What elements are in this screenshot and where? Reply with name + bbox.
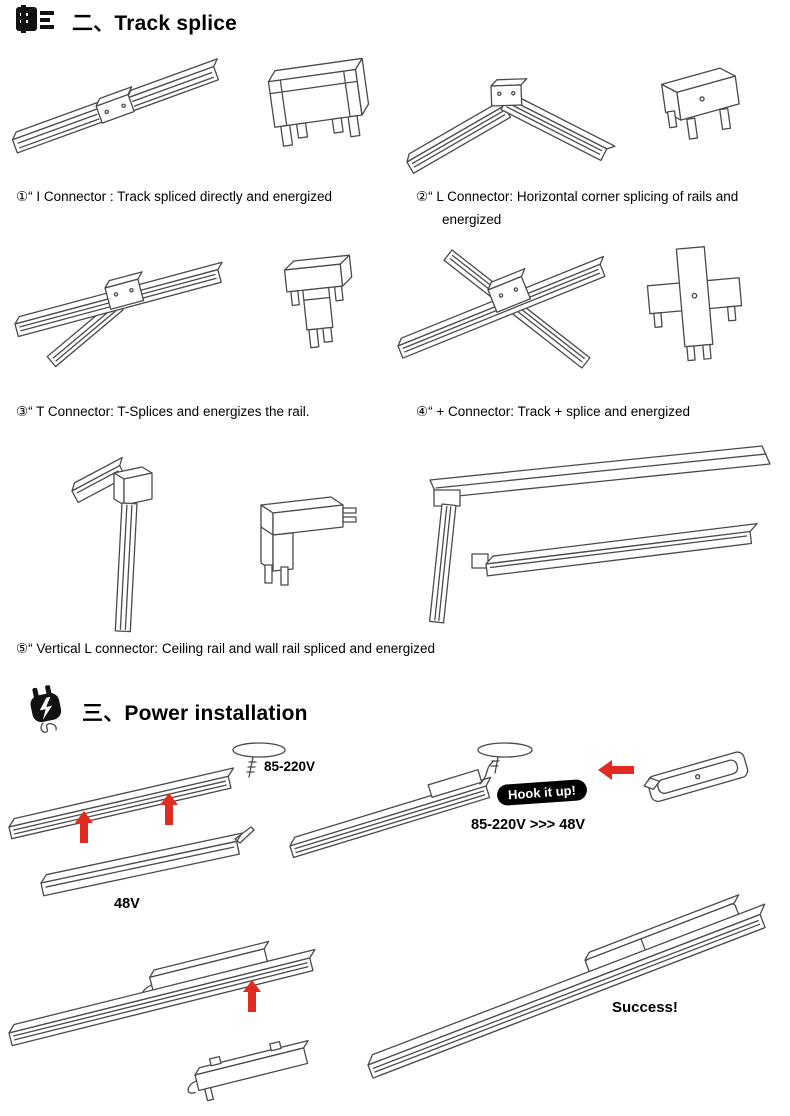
success-label: Success! <box>612 999 678 1016</box>
cross-connector-part-diagram <box>628 245 753 370</box>
section-title-track-splice: 二、Track splice <box>72 11 238 35</box>
cross-connector-track-diagram <box>390 228 630 393</box>
track-connector-icon <box>16 5 60 38</box>
vertical-l-track-diagram <box>50 445 220 635</box>
caption-t-connector: ③“ T Connector: T-Splices and energizes … <box>16 404 310 419</box>
red-up-arrow <box>160 793 178 825</box>
rail-power-arrows-diagram <box>5 765 265 900</box>
l-connector-part-diagram <box>645 52 745 177</box>
module-install-diagram <box>5 925 340 1110</box>
conversion-label: 85-220V >>> 48V <box>471 817 586 833</box>
l-connector-track-diagram <box>395 40 630 190</box>
red-up-arrow <box>75 811 93 843</box>
ceiling-socket-diagram <box>225 740 295 790</box>
t-connector-part-diagram <box>255 248 370 373</box>
caption-i-connector: ①“ I Connector : Track spliced directly … <box>16 189 332 204</box>
success-rail-diagram <box>360 865 785 1080</box>
hook-up-diagram <box>280 728 610 859</box>
section-title-power-installation: 三、Power installation <box>82 701 308 725</box>
mains-voltage-label: 85-220V <box>264 759 316 774</box>
caption-l-connector: ②“ L Connector: Horizontal corner splici… <box>416 189 739 227</box>
power-installation-header: 三、Power installation <box>22 682 308 741</box>
driver-voltage-label: 48V <box>114 896 140 912</box>
caption-cross-connector: ④“ + Connector: Track + splice and energ… <box>416 404 690 419</box>
red-up-arrow <box>243 980 261 1012</box>
power-frame-component-diagram <box>638 742 758 812</box>
ceiling-wall-rail-diagram <box>390 438 780 638</box>
track-splice-header: 二、Track splice <box>16 5 237 38</box>
left-red-arrow <box>598 760 634 780</box>
power-plug-icon <box>22 682 70 741</box>
caption-vertical-l-connector: ⑤“ Vertical L connector: Ceiling rail an… <box>16 641 436 656</box>
t-connector-track-diagram <box>5 232 245 392</box>
i-connector-track-diagram <box>5 40 245 190</box>
vertical-l-connector-part-diagram <box>235 475 365 595</box>
i-connector-part-diagram <box>250 55 370 170</box>
